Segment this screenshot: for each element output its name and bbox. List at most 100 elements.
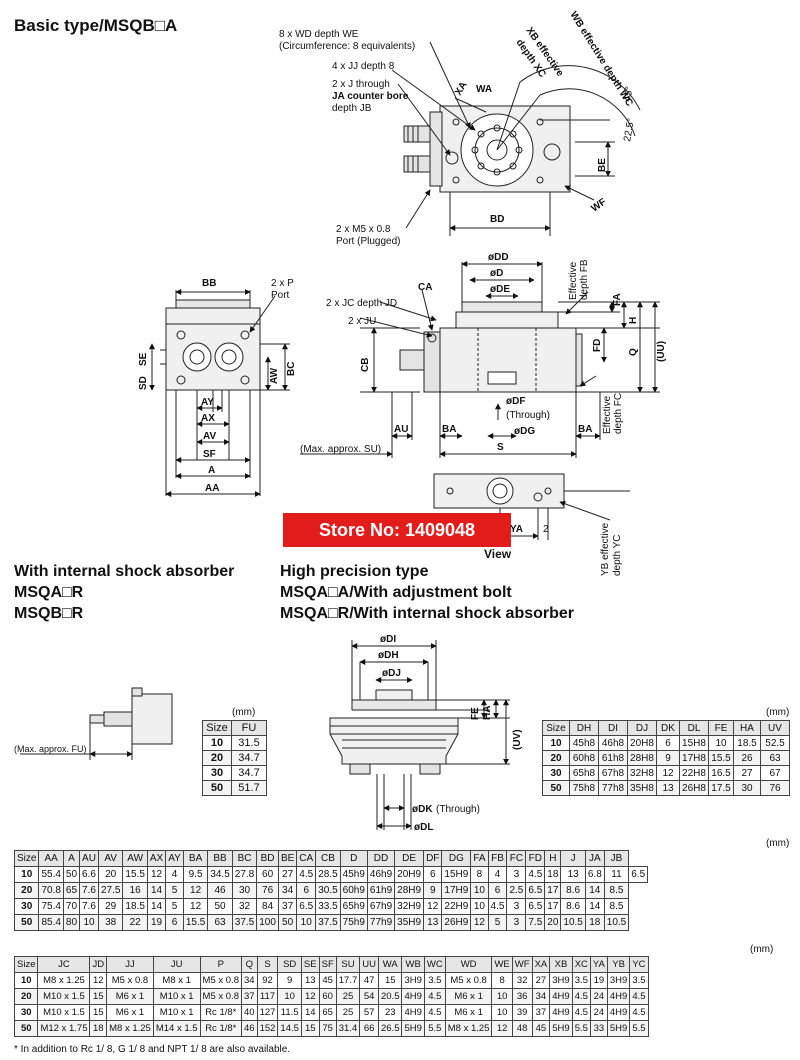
column-header: P (199, 956, 242, 973)
table-cell: 38 (97, 914, 124, 931)
label-be: BE (597, 158, 608, 172)
table-cell: 17.5 (708, 780, 734, 796)
label-ay: AY (201, 397, 214, 408)
hp-body (329, 717, 459, 765)
column-header: YB (606, 956, 631, 973)
column-header: Size (13, 956, 39, 973)
front-view-body (165, 323, 261, 391)
table-cell: 10 (708, 735, 734, 751)
table-cell: 45 (531, 1020, 551, 1037)
table-cell: 20 (13, 988, 39, 1005)
table-cell: 5 (487, 914, 508, 931)
fu-table-unit: (mm) (232, 707, 256, 718)
high-precision-heading: High precision type MSQA□A/With adjustme… (280, 561, 574, 624)
table-cell: 12 (300, 988, 320, 1005)
table-cell: 10 (202, 735, 232, 751)
table-cell: M5 x 0.8 (199, 972, 242, 989)
table-cell: 100 (256, 914, 279, 931)
table-cell: 34 (531, 988, 551, 1005)
table-cell: 10 (13, 866, 40, 883)
table-cell: 6 (487, 882, 508, 899)
table-cell: 7.6 (79, 898, 99, 915)
table-cell: 12 (470, 914, 489, 931)
column-header: DD (366, 850, 396, 867)
column-header: YA (589, 956, 608, 973)
table-cell: 75 (318, 1020, 337, 1037)
label-fc-a: Effective (602, 395, 613, 434)
column-header: H (544, 850, 562, 867)
table-cell: 60 (256, 866, 279, 883)
column-header: AX (146, 850, 167, 867)
table-cell: 50 (207, 898, 233, 915)
label-yb-b: depth YC (612, 534, 623, 576)
table-cell: 18 (544, 866, 562, 883)
table-cell: 10 (13, 972, 39, 989)
column-header: BB (207, 850, 233, 867)
table-cell: 18.5 (122, 898, 148, 915)
table-cell: 5.5 (423, 1020, 446, 1037)
table-cell: 45h8 (569, 735, 599, 751)
label-fe: FE (470, 707, 481, 720)
table-cell: 6.5 (525, 898, 546, 915)
table-cell: 23 (377, 1004, 403, 1021)
table-cell: 22H9 (441, 898, 472, 915)
label-jc: 2 x JC depth JD (326, 298, 397, 309)
label-h: H (628, 317, 639, 324)
table-cell: M6 x 1 (106, 988, 154, 1005)
table-cell: 47 (359, 972, 379, 989)
column-header: BC (231, 850, 258, 867)
table-cell: 10.5 (560, 914, 586, 931)
column-header: J (560, 850, 586, 867)
table-cell: M8 x 1.25 (444, 1020, 493, 1037)
label-fa: FA (612, 293, 623, 306)
label-fb-a: Effective (568, 261, 579, 300)
column-header: DL (679, 720, 709, 736)
table-cell: 30 (733, 780, 761, 796)
table-cell: 10 (470, 898, 489, 915)
table-cell: 15 (377, 972, 403, 989)
table-cell: 34.7 (231, 750, 267, 766)
label-ya-2: 2 (543, 524, 549, 535)
table-cell: 52.5 (760, 735, 790, 751)
table-cell: 3H9 (606, 972, 631, 989)
label-dd: øDD (488, 252, 509, 263)
table-cell: 3H9 (401, 972, 425, 989)
table-cell: 29 (97, 898, 124, 915)
label-fd: FD (592, 339, 603, 352)
table-cell: 45h9 (339, 866, 368, 883)
table-cell: 20 (97, 866, 124, 883)
table-cell: 15H8 (679, 735, 709, 751)
table-cell: 37 (240, 988, 258, 1005)
table-cell: 15H9 (441, 866, 472, 883)
table-cell: 8.6 (560, 882, 586, 899)
table-cell: 14 (584, 898, 605, 915)
label-fb-b: depth FB (579, 259, 590, 300)
table-cell: 5H9 (606, 1020, 631, 1037)
column-header: SE (300, 956, 320, 973)
label-aw: AW (269, 367, 280, 384)
table-cell: 30 (13, 898, 40, 915)
table-cell: 4.5 (571, 988, 591, 1005)
column-header: JU (152, 956, 201, 973)
table-cell: 11.5 (277, 1004, 302, 1021)
table-cell: 22H8 (679, 765, 709, 781)
table-cell: 22 (122, 914, 148, 931)
table-cell: 152 (256, 1020, 279, 1037)
table-cell: 14 (146, 882, 167, 899)
column-header: CB (315, 850, 341, 867)
table-cell: M5 x 0.8 (106, 972, 154, 989)
label-ju: 2 x JU (348, 316, 376, 327)
table-cell: 17 (544, 882, 562, 899)
table-cell: 5.5 (571, 1020, 591, 1037)
table-cell: 4.5 (629, 988, 649, 1005)
table-cell: 28.5 (315, 866, 341, 883)
table-cell: 80 (62, 914, 81, 931)
shock-msqa: MSQA□R (14, 584, 84, 601)
table-cell: 32H9 (394, 898, 425, 915)
